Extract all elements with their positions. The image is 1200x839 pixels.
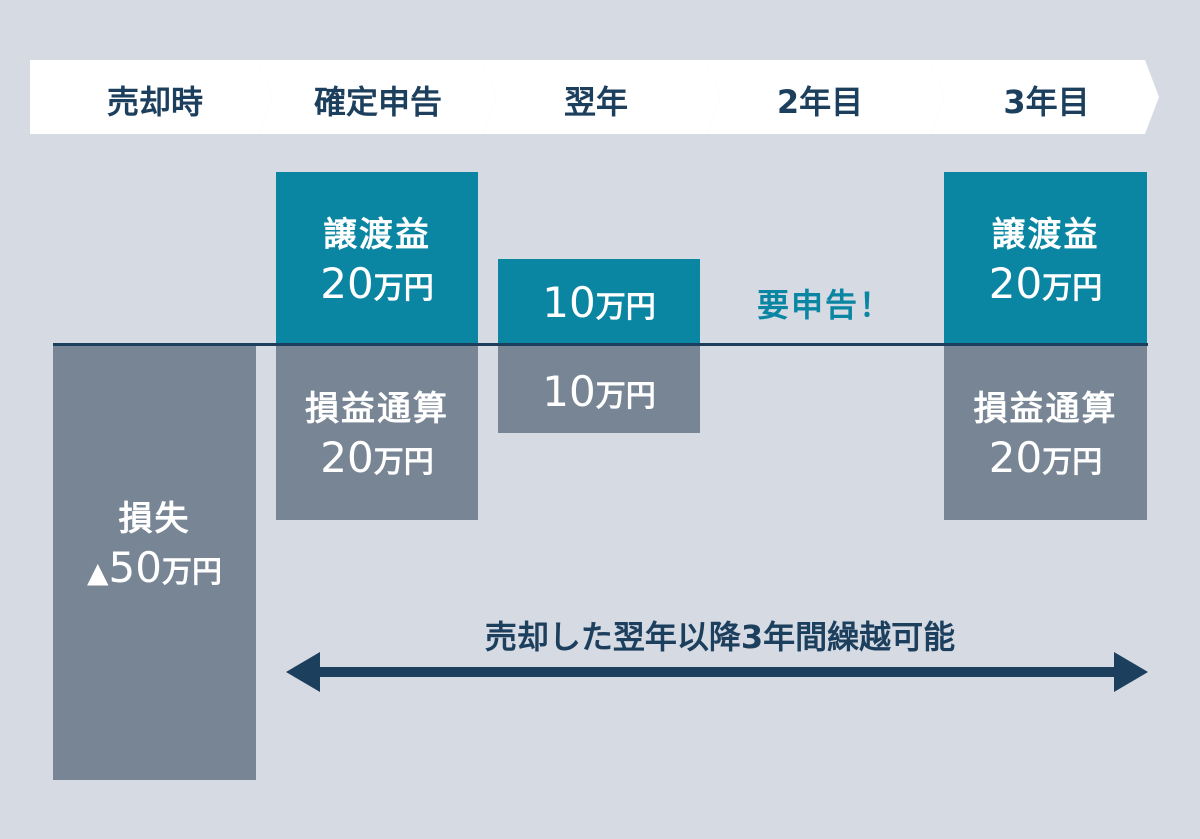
arrow-head-right-icon	[1114, 652, 1148, 692]
offset-unit: 万円	[595, 379, 656, 414]
gain-box-next-year: 10万円	[498, 259, 700, 344]
gain-box-tax-return: 譲渡益 20万円	[276, 172, 478, 344]
loss-title: 損失	[118, 499, 191, 539]
offset-amount: 20	[320, 433, 374, 482]
offset-unit: 万円	[1042, 445, 1103, 480]
loss-box: 損失 ▲50万円	[53, 344, 256, 780]
gain-unit: 万円	[1042, 271, 1103, 306]
gain-unit: 万円	[595, 290, 656, 325]
offset-box-next-year: 10万円	[498, 344, 700, 433]
offset-amount-line: 10万円	[498, 366, 700, 423]
gain-title: 譲渡益	[991, 215, 1100, 255]
chevron-step-4	[706, 60, 944, 134]
gain-amount: 10	[542, 278, 596, 327]
offset-title: 損益通算	[973, 389, 1118, 429]
offset-box-year3: 損益通算 20万円	[944, 344, 1147, 520]
gain-amount-line: 20万円	[276, 258, 478, 315]
loss-amount-line: ▲50万円	[53, 542, 256, 599]
timeline-step-sale: 売却時	[106, 83, 203, 121]
gain-amount: 20	[320, 259, 374, 308]
loss-unit: 万円	[162, 555, 222, 590]
arrow-head-left-icon	[286, 652, 320, 692]
chevron-step-5	[930, 60, 1159, 134]
filing-required-note: 要申告！	[756, 286, 893, 324]
carryover-double-arrow	[286, 652, 1148, 692]
chevron-step-2	[258, 60, 496, 134]
gain-amount-line: 10万円	[498, 277, 700, 334]
chevron-step-3	[482, 60, 720, 134]
timeline-step-year2: 2年目	[776, 83, 864, 121]
offset-amount: 20	[988, 433, 1043, 482]
zero-baseline	[53, 343, 1148, 346]
arrow-shaft	[310, 667, 1130, 677]
loss-amount: 50	[108, 543, 162, 592]
gain-amount-line: 20万円	[944, 258, 1147, 315]
timeline-step-year3: 3年目	[1003, 83, 1090, 121]
timeline-step-next-year: 翌年	[563, 83, 628, 121]
loss-triangle: ▲	[87, 556, 109, 589]
timeline-step-tax-return: 確定申告	[313, 83, 442, 121]
offset-amount-line: 20万円	[944, 432, 1147, 489]
offset-title: 損益通算	[305, 389, 449, 429]
offset-box-tax-return: 損益通算 20万円	[276, 344, 478, 520]
gain-unit: 万円	[373, 271, 434, 306]
timeline-chevron-bar	[30, 60, 1159, 134]
offset-amount: 10	[542, 367, 596, 416]
offset-amount-line: 20万円	[276, 432, 478, 489]
gain-box-year3: 譲渡益 20万円	[944, 172, 1147, 344]
offset-unit: 万円	[373, 445, 434, 480]
chevron-step-1	[30, 60, 272, 134]
gain-title: 譲渡益	[323, 215, 431, 255]
gain-amount: 20	[988, 259, 1043, 308]
carryover-caption: 売却した翌年以降3年間繰越可能	[484, 618, 956, 656]
